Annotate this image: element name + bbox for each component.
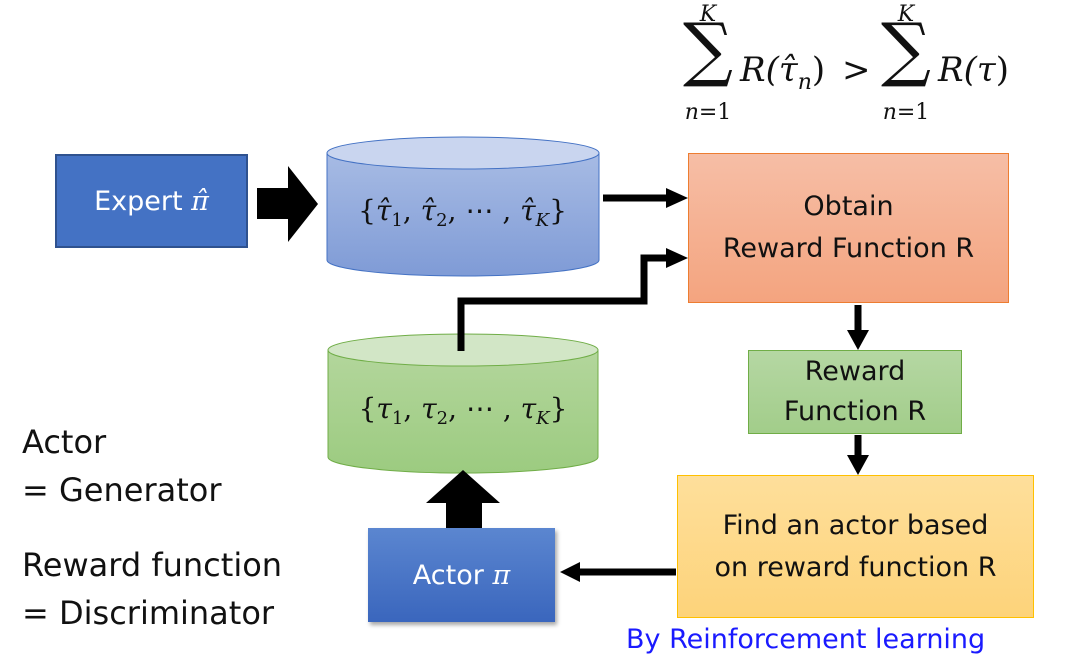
greater-than-sign: > [842,50,871,90]
find-actor-line-2: on reward function R [714,551,997,583]
actor-label: Actor π [412,559,511,591]
expert-box: Expert π̂ [55,154,248,248]
arrow-obtain-to-reward [847,305,869,350]
expert-label: Expert π̂ [94,185,209,217]
arrow-expert-db-to-obtain [603,188,688,208]
arrow-reward-to-find-actor [847,435,869,475]
actor-note-line-2: = Generator [22,471,222,509]
obtain-line-2: Reward Function R [722,233,975,264]
expert-db-top [326,136,600,170]
upper-limit: K [897,2,915,27]
obtain-line-1: Obtain [803,191,894,223]
reward-note-line-2: = Discriminator [22,594,275,632]
reward-line-2: Function R [783,396,927,427]
obtain-reward-function-box: Obtain Reward Function R [688,153,1009,303]
find-actor-box: Find an actor based on reward function R [677,475,1034,618]
actor-note-line-1: Actor [22,423,107,461]
reinforcement-learning-caption: By Reinforcement learning [626,624,986,655]
expert-reward-term: R(τ̂n) [740,50,826,95]
actor-policy-symbol: π [492,559,511,591]
actor-db-body [327,349,599,474]
reward-function-box: Reward Function R [748,350,962,434]
reward-discriminator-note: Reward function = Discriminator [22,541,282,637]
reward-note-line-1: Reward function [22,546,283,584]
expert-policy-symbol: π̂ [191,185,209,217]
upper-limit: K [699,2,717,27]
expert-trajectory-set: {τ̂1, τ̂2, ⋯ , τ̂K} [358,194,567,231]
arrow-actor-db-to-obtain [457,248,688,351]
find-actor-line-1: Find an actor based [722,509,989,541]
sigma-symbol: ∑ [881,8,931,90]
lower-limit: n=1 [882,100,930,125]
actor-box: Actor π [368,528,555,622]
sigma-symbol: ∑ [683,8,733,90]
actor-reward-term: R(τ) [938,50,1009,90]
actor-trajectory-set: {τ1, τ2, ⋯ , τK} [358,392,568,429]
block-arrow-up [426,470,500,528]
expert-trajectory-database [326,136,600,277]
block-arrow-right [257,166,318,242]
expert-db-body [326,152,600,277]
reward-inequality-formula: K ∑ n=1 R(τ̂n) > K ∑ n=1 R(τ) [668,2,1048,137]
lower-limit: n=1 [684,100,732,125]
reward-line-1: Reward [804,355,906,387]
arrow-find-actor-to-actor [560,562,676,582]
actor-generator-note: Actor = Generator [22,418,221,514]
